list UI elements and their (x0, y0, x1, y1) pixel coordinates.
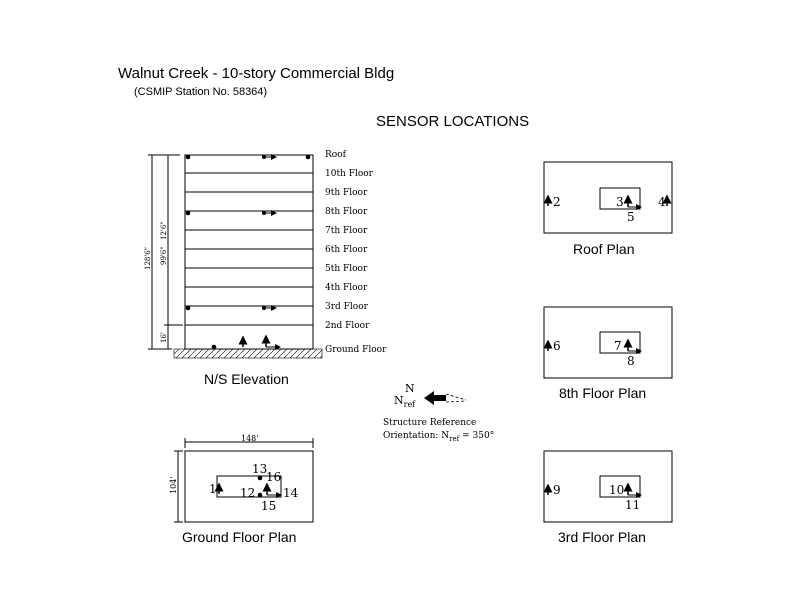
elevation-caption: N/S Elevation (204, 371, 289, 387)
sensor-dot (257, 475, 263, 481)
section-title: SENSOR LOCATIONS (376, 113, 529, 130)
roof-plan: 2 3 5 4 Roof Plan (543, 161, 673, 257)
sensor-label: 15 (261, 499, 276, 513)
plan-outline (543, 450, 673, 523)
plan-outline (184, 450, 314, 523)
plan-outline (543, 306, 673, 379)
sensor-label: 12 (240, 486, 255, 500)
floor-label-ground: Ground Floor (325, 345, 387, 355)
building-outline (184, 154, 314, 350)
sensor-label: 7 (614, 339, 622, 353)
third-floor-plan: 9 10 11 3rd Floor Plan (543, 450, 673, 545)
sensor-dot (257, 492, 263, 498)
floor-label-10th: 10th Floor (325, 169, 374, 179)
sensor-label: 13 (252, 462, 267, 476)
sensor-label: 2 (553, 195, 561, 209)
north-label: N (405, 382, 415, 395)
page-title: Walnut Creek - 10-story Commercial Bldg (118, 65, 394, 82)
sensor-label: 10 (609, 483, 624, 497)
sensor-label: 1 (209, 482, 217, 496)
dim-ground-label: 16' (160, 332, 168, 343)
floor-label-8th: 8th Floor (325, 207, 368, 217)
sensor-label: 3 (616, 195, 624, 209)
depth-dim-label: 104' (169, 477, 178, 494)
floor-label-6th: 6th Floor (325, 245, 368, 255)
station-number: (CSMIP Station No. 58364) (134, 86, 267, 98)
ground-floor-plan-caption: Ground Floor Plan (182, 529, 296, 545)
nref-label: Nref (394, 394, 416, 409)
sensor-label: 4 (658, 195, 666, 209)
sensor-label: 11 (625, 498, 640, 512)
plan-core (599, 187, 641, 210)
eighth-floor-plan: 6 7 8 8th Floor Plan (543, 306, 673, 401)
floor-label-9th: 9th Floor (325, 188, 368, 198)
third-floor-plan-caption: 3rd Floor Plan (558, 529, 646, 545)
sensor-label: 16 (266, 470, 281, 484)
reference-dash (445, 393, 467, 401)
sensor-label: 9 (553, 483, 561, 497)
plan-core (599, 331, 641, 354)
width-dim-label: 148' (241, 434, 258, 443)
floor-label-2nd: 2nd Floor (325, 321, 370, 331)
ground-floor-plan: 148' 104' 1 13 16 12 14 15 Ground Floor … (169, 434, 314, 545)
sensor-label: 5 (627, 210, 635, 224)
plan-core (599, 475, 641, 498)
floor-label-roof: Roof (325, 150, 347, 160)
roof-plan-caption: Roof Plan (573, 241, 634, 257)
orientation-caption-line1: Structure Reference (383, 418, 476, 428)
sensor-dot (185, 305, 191, 311)
orientation-caption-line2: Orientation: Nref = 350° (383, 431, 494, 443)
floor-label-4th: 4th Floor (325, 283, 368, 293)
dim-typical-label: 12'6" (160, 221, 168, 240)
eighth-floor-plan-caption: 8th Floor Plan (559, 385, 646, 401)
floor-label-7th: 7th Floor (325, 226, 368, 236)
dim-upper-label: 99'6" (160, 246, 168, 265)
sensor-dot (185, 154, 191, 160)
elevation-view: 128'6" 99'6" 12'6" 16' Roof 10th Floor 9… (144, 150, 387, 387)
north-arrow-icon (424, 391, 446, 405)
orientation-indicator: N Nref Structure Reference Orientation: … (383, 382, 494, 443)
reference-dash (445, 400, 467, 403)
sensor-dot (211, 344, 217, 350)
plan-outline (543, 161, 673, 234)
sensor-dot (305, 154, 311, 160)
sensor-dot (185, 210, 191, 216)
sensor-label: 14 (283, 486, 299, 500)
floor-label-5th: 5th Floor (325, 264, 368, 274)
sensor-label: 8 (627, 354, 635, 368)
dim-total-label: 128'6" (144, 247, 152, 270)
floor-label-3rd: 3rd Floor (325, 302, 369, 312)
sensor-label: 6 (553, 339, 561, 353)
ground-hatch (173, 348, 323, 359)
